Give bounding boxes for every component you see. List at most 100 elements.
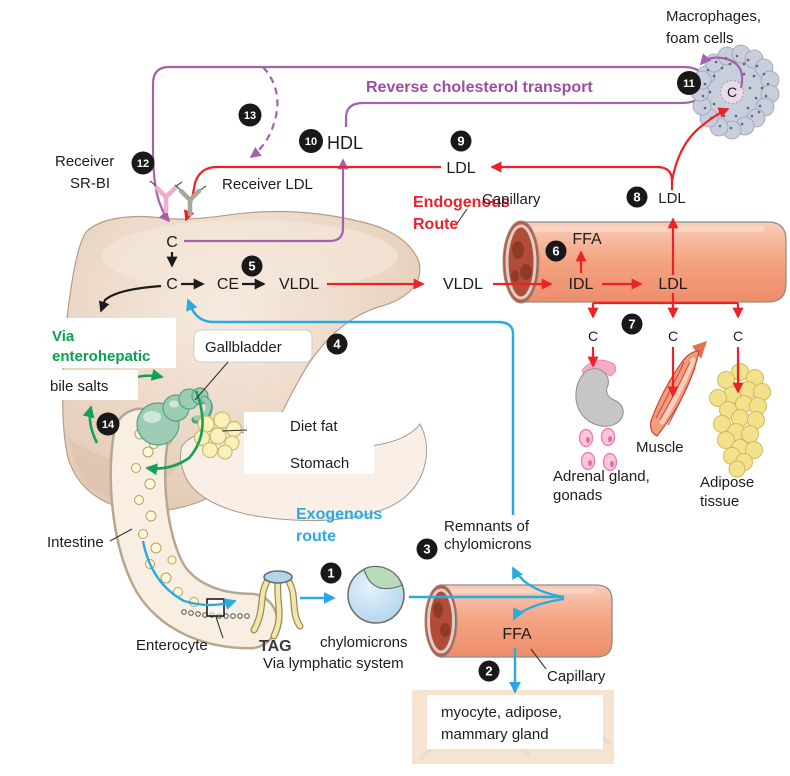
ldl-8-label: LDL xyxy=(658,190,686,207)
svg-text:14: 14 xyxy=(102,419,115,431)
badge-5: 5 xyxy=(241,255,263,277)
svg-text:5: 5 xyxy=(248,259,255,274)
diet-fat-pointer xyxy=(221,429,248,432)
badge-7: 7 xyxy=(621,313,643,335)
capillary-exogenous xyxy=(424,584,613,658)
badge-2: 2 xyxy=(478,660,500,682)
intestine-pointer xyxy=(109,528,133,542)
cholesterol-adipose-label: C xyxy=(733,328,743,344)
blue-arrows xyxy=(141,298,565,694)
ldl-capillary-label: LDL xyxy=(658,276,687,293)
svg-text:3: 3 xyxy=(423,542,430,557)
reverse-transport-title: Reverse cholesterol transport xyxy=(366,79,593,96)
svg-text:10: 10 xyxy=(305,136,317,148)
cholesterol-adrenal-label: C xyxy=(588,328,598,344)
gallbladder-pointer xyxy=(194,361,229,401)
muscle-label: Muscle xyxy=(636,439,684,456)
endogenous-route-line1: Endogenous xyxy=(413,194,510,211)
chylomicrons-label: chylomicrons xyxy=(320,634,408,651)
ce-label: CE xyxy=(217,276,239,293)
capillary-top-pointer xyxy=(455,208,468,226)
bile-salts-label: bile salts xyxy=(50,378,108,395)
gallbladder-label: Gallbladder xyxy=(205,339,282,356)
badge-6: 6 xyxy=(545,240,567,262)
capillary-bottom-pointer xyxy=(530,648,547,670)
muscle xyxy=(650,341,707,437)
ffa-bottom-label: FFA xyxy=(502,626,532,643)
hdl-label: HDL xyxy=(327,133,363,153)
macrophage-efflux-arrow xyxy=(699,53,744,89)
macrophage-speckles xyxy=(701,54,770,130)
adrenal-label-line2: gonads xyxy=(553,487,602,504)
adipose-label-line2: tissue xyxy=(700,493,739,510)
badge-10: 10 xyxy=(299,129,323,153)
macrophages-label-line1: Macrophages, xyxy=(666,8,761,25)
badge-9: 9 xyxy=(450,130,472,152)
macrophage-cholesterol-core xyxy=(720,80,744,104)
lymphatic-label: Via lymphatic system xyxy=(263,655,404,672)
myocyte-label-line2: mammary gland xyxy=(441,726,549,743)
adrenal-gland xyxy=(575,359,624,427)
adrenal-label-line1: Adrenal gland, xyxy=(553,468,650,485)
remnants-label-line1: Remnants of xyxy=(444,518,530,535)
svg-text:9: 9 xyxy=(457,134,464,149)
tag-label: TAG xyxy=(259,638,292,655)
diet-fat-label: Diet fat xyxy=(290,418,338,435)
enterohepatic-label-box xyxy=(44,318,176,368)
cholesterol-muscle-label: C xyxy=(668,328,678,344)
reverse-cholesterol-path xyxy=(151,65,707,243)
svg-text:4: 4 xyxy=(333,337,341,352)
ldl-9-label: LDL xyxy=(446,160,475,177)
exogenous-route-line1: Exogenous xyxy=(296,506,382,523)
adipose-label-line1: Adipose xyxy=(700,474,754,491)
svg-text:12: 12 xyxy=(137,158,149,170)
receiver-ldl-label: Receiver LDL xyxy=(222,176,313,193)
badge-1: 1 xyxy=(320,562,342,584)
enterocyte-label: Enterocyte xyxy=(136,637,208,654)
receiver-srbi-line2: SR-BI xyxy=(70,175,110,192)
badge-14: 14 xyxy=(96,412,120,436)
badge-12: 12 xyxy=(131,151,155,175)
svg-text:13: 13 xyxy=(244,110,256,122)
svg-text:7: 7 xyxy=(628,317,635,332)
myocyte-label-box xyxy=(427,695,603,749)
hdl-to-ldl-receptor-dashed-arrow xyxy=(249,66,279,158)
bile-salts-label-box xyxy=(42,370,138,400)
ffa-top-label: FFA xyxy=(572,231,602,248)
cholesterol-top-label: C xyxy=(166,234,178,251)
enterohepatic-label-line1: Via xyxy=(52,328,75,345)
badge-11: 11 xyxy=(677,71,701,95)
svg-text:1: 1 xyxy=(327,566,334,581)
capillary-bottom-label: Capillary xyxy=(547,668,606,685)
badge-13: 13 xyxy=(238,103,262,127)
svg-text:6: 6 xyxy=(552,244,559,259)
svg-text:11: 11 xyxy=(683,78,695,90)
badge-3: 3 xyxy=(416,538,438,560)
myocyte-label-line1: myocyte, adipose, xyxy=(441,704,562,721)
step-badges: 1 2 3 4 5 6 7 8 9 10 11 12 13 14 xyxy=(96,71,701,682)
macrophage xyxy=(690,44,780,140)
sr-bi-receptor-icon xyxy=(149,180,183,214)
macrophages-label-line2: foam cells xyxy=(666,30,734,47)
badge-4: 4 xyxy=(326,333,348,355)
tag-molecule xyxy=(250,570,304,640)
capillary-top-label: Capillary xyxy=(482,191,541,208)
intestine-label: Intestine xyxy=(47,534,104,551)
badge-8: 8 xyxy=(626,186,648,208)
capillary-endogenous xyxy=(502,220,787,304)
endogenous-route-line2: Route xyxy=(413,216,458,233)
adipose-tissue xyxy=(709,363,771,478)
black-arrows xyxy=(99,252,266,313)
exogenous-route-line2: route xyxy=(296,528,336,545)
receiver-srbi-line1: Receiver xyxy=(55,153,114,170)
gonads xyxy=(578,427,618,472)
enterocyte-box xyxy=(206,598,225,617)
svg-text:2: 2 xyxy=(485,664,492,679)
diet-fat-stomach-label-box xyxy=(244,412,374,474)
ldl-receptor-icon xyxy=(174,184,207,217)
stomach-label: Stomach xyxy=(290,455,349,472)
remnants-label-line2: chylomicrons xyxy=(444,536,532,553)
idl-label: IDL xyxy=(569,276,594,293)
